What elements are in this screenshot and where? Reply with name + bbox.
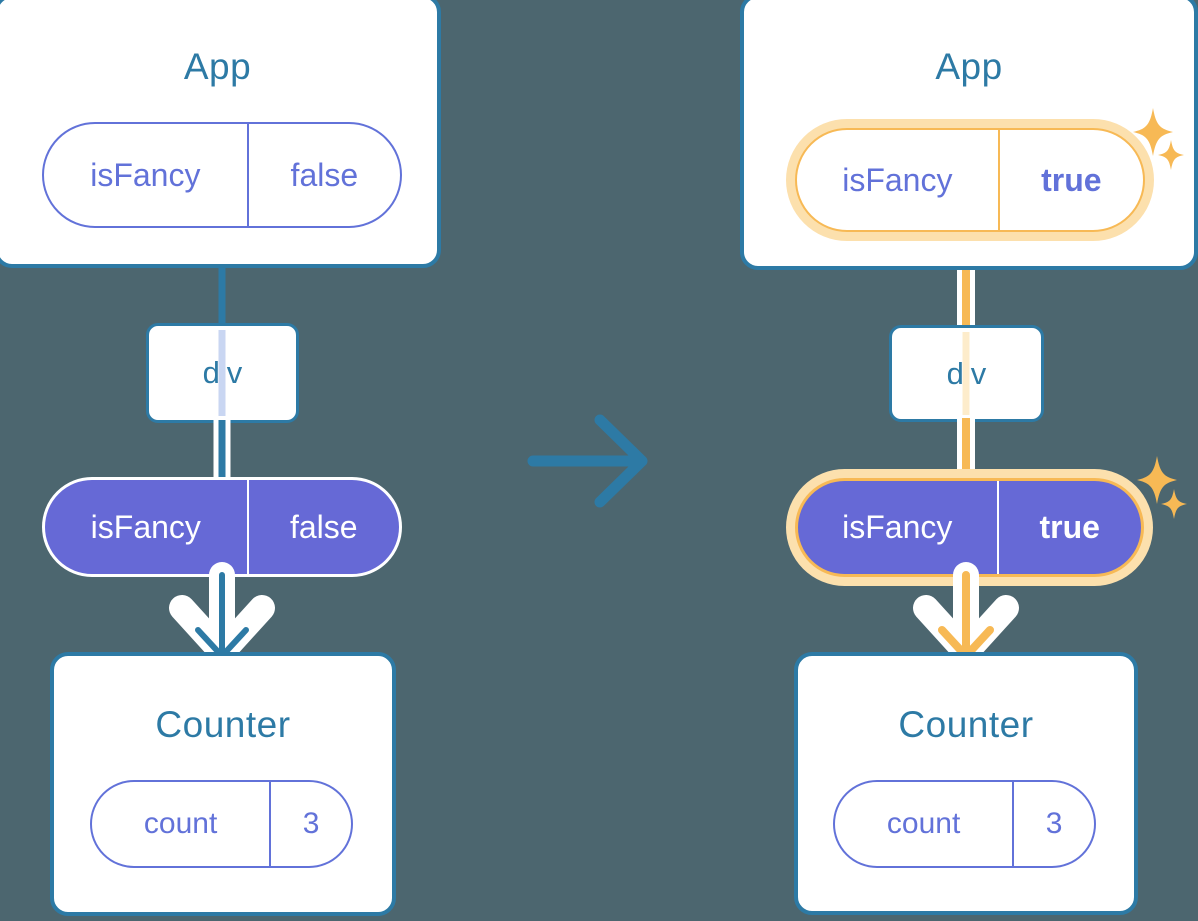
app-state-pill-name-before: isFancy: [90, 156, 201, 193]
counter-state-pill-name-before: count: [143, 807, 218, 840]
prop-pill-value-after: true: [996, 481, 1142, 574]
app-card-title-after: App: [935, 46, 1003, 87]
prop-pill-name-after: isFancy: [842, 509, 953, 545]
app-state-pill-value-before: false: [246, 124, 400, 226]
sparkle-large-icon: [1137, 456, 1177, 504]
counter-state-pill-value-after: 3: [1012, 782, 1094, 866]
app-card-title-before: App: [183, 46, 252, 87]
prop-pill-after: isFancy true: [795, 478, 1144, 577]
counter-card-title-before: Counter: [155, 704, 291, 745]
prop-pill-before: isFancy false: [42, 477, 402, 577]
counter-state-pill-value-before: 3: [269, 782, 351, 866]
app-state-pill-before: isFancy false: [42, 122, 402, 228]
prop-pill-value-before: false: [246, 480, 399, 574]
app-state-pill-value-after: true: [997, 130, 1143, 230]
sparkle-small-icon: [1161, 489, 1187, 519]
counter-card-title-after: Counter: [898, 704, 1034, 745]
counter-state-pill-after: count 3: [833, 780, 1096, 868]
app-state-pill-after: isFancy true: [795, 128, 1145, 232]
counter-state-pill-before: count 3: [90, 780, 353, 868]
sparkle-large-icon: [1133, 108, 1173, 156]
app-state-pill-name-after: isFancy: [842, 161, 953, 198]
arrow-right-icon: [527, 414, 648, 508]
prop-pill-name-before: isFancy: [90, 508, 201, 545]
counter-state-pill-name-after: count: [886, 807, 961, 840]
sparkle-small-icon: [1158, 140, 1184, 170]
